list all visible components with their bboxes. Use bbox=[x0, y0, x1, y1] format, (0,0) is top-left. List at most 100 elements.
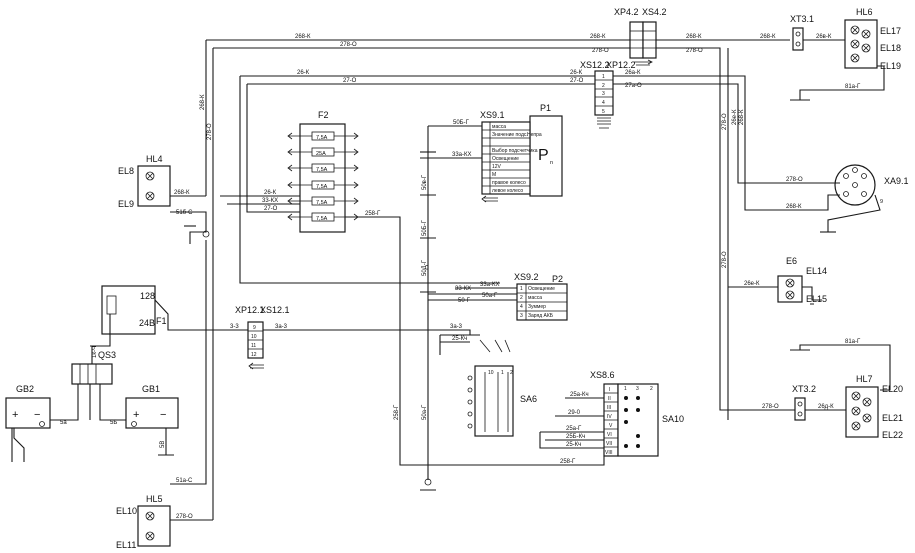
terminal-xt32: XT3.2 278-О 26д-К bbox=[728, 384, 846, 421]
lamp-e6: E6 EL14 EL15 26е-К bbox=[728, 256, 827, 305]
p2-pin-n4: 4 bbox=[520, 304, 523, 310]
wire-label-50g: 50-Г bbox=[458, 298, 471, 304]
wire-label-25kch: 25-Кч bbox=[452, 336, 467, 342]
label-xt31: XT3.1 bbox=[790, 14, 814, 24]
wire-label-278o: 278-О bbox=[340, 42, 357, 48]
label-xs91: XS9.1 bbox=[480, 110, 505, 120]
label-xa91-pin: 9 bbox=[880, 199, 883, 205]
label-el11: EL11 bbox=[116, 540, 136, 550]
label-xa91: XA9.1 bbox=[884, 176, 909, 186]
label-p1-sub: n bbox=[550, 160, 553, 166]
wire-label-25bkch: 25Б-Кч bbox=[566, 434, 585, 440]
wire-label-50bg-v: 50Б-Г bbox=[422, 219, 428, 236]
bottom-wires: 258-Г 50а-Г 51а-С bbox=[170, 240, 436, 491]
label-xt32: XT3.2 bbox=[792, 384, 816, 394]
pin-xp121-10: 10 bbox=[251, 334, 257, 340]
lamp-icon bbox=[850, 25, 871, 63]
p2-pin-2: масса bbox=[528, 295, 542, 301]
switch-sa6: 25-Кч SA6 10 1 2 bbox=[439, 335, 537, 437]
lamp-block-hl7: 81а-Г HL7 EL20 EL21 EL22 bbox=[790, 339, 903, 440]
battery-gb2: GB2 + − bbox=[5, 384, 51, 462]
p1-pin-7: М bbox=[492, 172, 496, 178]
label-el15: EL15 bbox=[806, 294, 827, 304]
wire-label-258g-2: 258-Г bbox=[560, 459, 576, 465]
p1-pin-2: Значение подс. bbox=[492, 132, 528, 138]
terminal-xt31: XT3.1 26в-К bbox=[790, 14, 845, 51]
label-p1-symbol: P bbox=[538, 147, 549, 164]
label-xs121: XS12.1 bbox=[260, 305, 290, 315]
wire-label-25kch-2: 25-Кч bbox=[566, 442, 581, 448]
switch-sa10: XS8.6 I II III IV V VI VII VIII 1 3 2 SA… bbox=[539, 370, 684, 466]
wire-label-33akh-2: 33а-КХ bbox=[480, 282, 500, 288]
wire-label-278o-xa: 278-О bbox=[786, 177, 803, 183]
wire-label-26dk: 26д-К bbox=[818, 404, 834, 410]
label-f1: F1 bbox=[156, 316, 167, 326]
p1-pin-9: левое колесо bbox=[492, 188, 523, 194]
wire-label-278o-r: 278-О bbox=[686, 48, 703, 54]
connector-xp121-xs121: XP12.1 XS12.1 9 10 11 12 3а-3 3а-3 bbox=[235, 305, 480, 370]
lamp-block-hl4: HL4 EL8 EL9 268-К 51б-С bbox=[118, 154, 210, 244]
wire-label-33kh: 33-КХ bbox=[455, 286, 471, 292]
xs86-pin-6: VI bbox=[607, 432, 612, 438]
wire-label-50bg: 50Б-Г bbox=[453, 120, 470, 126]
label-p2: P2 bbox=[552, 274, 563, 284]
wire-label-5b: 5Б bbox=[110, 420, 117, 426]
label-xs122: XS12.2 bbox=[580, 60, 610, 70]
label-xp42: XP4.2 bbox=[614, 7, 639, 17]
p1-pin-1: масса bbox=[492, 124, 506, 130]
fuse-block-f2: F2 7,5А 25А 7,5А 7,5А 7,5А 7,5А 26-К 33-… bbox=[220, 76, 580, 466]
label-xs42: XS4.2 bbox=[642, 7, 667, 17]
fuse-5-rating: 7,5А bbox=[316, 200, 328, 206]
label-sa6: SA6 bbox=[520, 394, 537, 404]
pin-xp122-3: 3 bbox=[602, 91, 605, 97]
label-f2: F2 bbox=[318, 110, 329, 120]
label-el14: EL14 bbox=[806, 266, 827, 276]
label-hl4: HL4 bbox=[146, 154, 163, 164]
label-e6: E6 bbox=[786, 256, 797, 266]
wire-label-3a-3b: 3а-3 bbox=[450, 324, 463, 330]
sa10-col-3: 3 bbox=[636, 386, 639, 392]
wire-label-268k: 268-К bbox=[295, 34, 311, 40]
wire-label-25vg: 25а-Г bbox=[566, 426, 582, 432]
sa10-col-2: 2 bbox=[650, 386, 653, 392]
fuse-1-rating: 7,5А bbox=[316, 135, 328, 141]
wire-label-51bs: 51б-С bbox=[176, 210, 193, 216]
xs86-pin-8: VIII bbox=[605, 450, 613, 456]
wire-label-27o: 27-О bbox=[343, 78, 357, 84]
p1-pin-8: правое колесо bbox=[492, 180, 526, 186]
plus-icon: + bbox=[12, 409, 18, 421]
wire-label-33akh: 33а-КХ bbox=[452, 152, 472, 158]
wire-label-33kh-f: 33-КХ bbox=[262, 198, 278, 204]
p1-pin-5: Освещение bbox=[492, 156, 519, 162]
fuse-2-rating: 25А bbox=[316, 151, 326, 157]
indicator-p1: XS9.1 P1 P n масса Значение подс. Непра … bbox=[420, 103, 563, 301]
wire-label-27ao: 27а-О bbox=[625, 83, 642, 89]
pin-xp121-12: 12 bbox=[251, 352, 257, 358]
wire-label-50dg: 50Д-Г bbox=[422, 259, 428, 276]
label-xs86: XS8.6 bbox=[590, 370, 615, 380]
p2-pin-n1: 1 bbox=[520, 286, 523, 292]
lamp-block-hl5: HL5 EL10 EL11 278-О bbox=[116, 494, 213, 550]
fuse-6-rating: 7,5А bbox=[316, 216, 328, 222]
wire-label-268k-v: 268-К bbox=[200, 94, 206, 110]
label-el8: EL8 bbox=[118, 166, 134, 176]
p2-pin-1: Освещение bbox=[528, 286, 555, 292]
label-el10: EL10 bbox=[116, 506, 137, 516]
p1-pin-6: 12V bbox=[492, 164, 502, 170]
connector-xa91: XA9.1 9 278-О 268-К bbox=[786, 164, 909, 233]
wire-label-29-0: 29-0 bbox=[568, 410, 581, 416]
wire-label-268k-hl4: 268-К bbox=[174, 190, 190, 196]
xs86-pin-4: IV bbox=[607, 414, 612, 420]
wire-label-258g-v: 258-Г bbox=[394, 404, 400, 420]
sa10-col-1: 1 bbox=[624, 386, 627, 392]
wire-label-26ak: 26а-К bbox=[625, 70, 641, 76]
indicator-p2: XS9.2 P2 1 2 4 3 Освещение масса Зуммер … bbox=[428, 272, 568, 321]
wire-label-51ac: 51а-С bbox=[176, 478, 193, 484]
wire-label-278o-v: 278-О bbox=[207, 123, 213, 140]
wire-label-25akch: 25а-Кч bbox=[570, 392, 589, 398]
label-el9: EL9 bbox=[118, 199, 134, 209]
wire-label-27o-f: 27-О bbox=[264, 206, 278, 212]
wire-label-5a: 5а bbox=[60, 420, 67, 426]
wire-label-50ag-v: 50а-Г bbox=[422, 404, 428, 420]
wire-label-26ek: 26е-К bbox=[732, 109, 738, 125]
